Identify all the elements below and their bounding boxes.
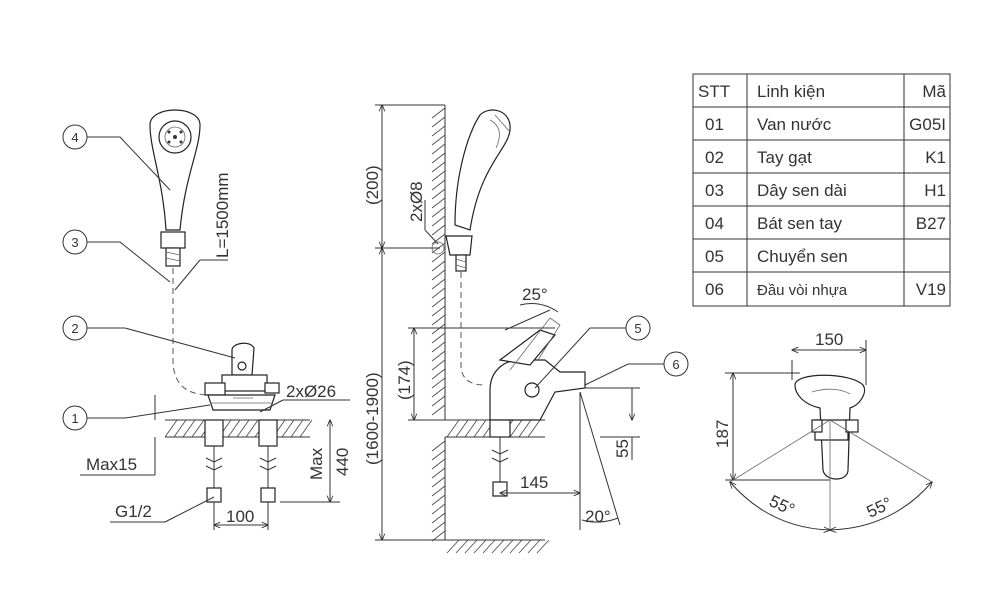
table-cell: 02 — [705, 148, 724, 167]
callout-6: 6 — [584, 351, 689, 386]
callout-3: 3 — [62, 229, 171, 283]
table-cell: 06 — [705, 280, 724, 299]
svg-text:5: 5 — [634, 321, 641, 336]
counter-slab-front — [164, 419, 313, 438]
svg-text:3: 3 — [71, 235, 78, 250]
table-cell: 05 — [705, 247, 724, 266]
callout-5: 5 — [534, 315, 651, 389]
table-cell: 01 — [705, 115, 724, 134]
hose-side — [460, 272, 486, 386]
table-cell: Chuyển sen — [757, 247, 848, 266]
hand-shower-front — [149, 109, 201, 267]
table-cell: G05I — [909, 115, 946, 134]
bracket-holes-label: 2xØ8 — [407, 181, 426, 222]
thread-label: G1/2 — [115, 502, 152, 521]
supply-pipes-front — [204, 419, 278, 503]
hose-front — [172, 268, 211, 396]
table-cell: Dây sen dài — [757, 181, 847, 200]
spout-reach-label: 145 — [520, 473, 548, 492]
table-cell: 03 — [705, 181, 724, 200]
top-height-label: (200) — [363, 165, 382, 205]
hose-length-label: L=1500mm — [213, 172, 232, 258]
front-view: L=1500mm — [62, 109, 352, 530]
pipe-spacing-label: 100 — [226, 507, 254, 526]
svg-text:1: 1 — [71, 411, 78, 426]
table-header-stt: STT — [698, 82, 730, 101]
pipe-max-label: Max — [307, 447, 326, 480]
table-cell: Bát sen tay — [757, 214, 843, 233]
max-thickness-label: Max15 — [86, 455, 137, 474]
svg-text:2: 2 — [71, 321, 78, 336]
table-header-code: Mã — [922, 82, 946, 101]
callout-1: 1 — [62, 404, 211, 431]
hole-diameter-label: 2xØ26 — [286, 382, 336, 401]
table-header-part: Linh kiện — [757, 82, 825, 101]
mount-height-label: (1600-1900) — [363, 372, 382, 465]
svg-text:6: 6 — [672, 357, 679, 372]
table-cell: B27 — [916, 214, 946, 233]
table-cell: K1 — [925, 148, 946, 167]
callout-2: 2 — [62, 315, 236, 359]
lever-height-label: (174) — [395, 360, 414, 400]
mixer-body-front — [204, 342, 280, 411]
spout-height-label: 55 — [613, 439, 632, 458]
side-view: 25° (200) 2xØ8 (1600-1900) (174) 55 145 … — [363, 105, 689, 554]
top-depth-label: 187 — [713, 420, 732, 448]
top-view: 150 187 55° 55° — [713, 330, 932, 530]
table-cell: H1 — [924, 181, 946, 200]
pipe-length-label: 440 — [333, 448, 352, 476]
table-cell: V19 — [916, 280, 946, 299]
table-cell: 04 — [705, 214, 724, 233]
table-cell: Van nước — [757, 115, 832, 134]
callout-4: 4 — [62, 124, 171, 191]
spout-angle-label: 20° — [585, 507, 611, 526]
mixer-body-side — [489, 317, 586, 497]
angle-right-label: 55° — [864, 494, 895, 522]
lever-angle-label: 25° — [522, 285, 548, 304]
hand-shower-side — [431, 109, 511, 272]
top-width-label: 150 — [815, 330, 843, 349]
svg-text:4: 4 — [71, 130, 78, 145]
parts-table: STT Linh kiện Mã 01 Van nước G05I 02 Tay… — [692, 73, 951, 307]
table-cell: Tay gạt — [757, 148, 812, 167]
table-cell: Đầu vòi nhựa — [757, 282, 848, 299]
